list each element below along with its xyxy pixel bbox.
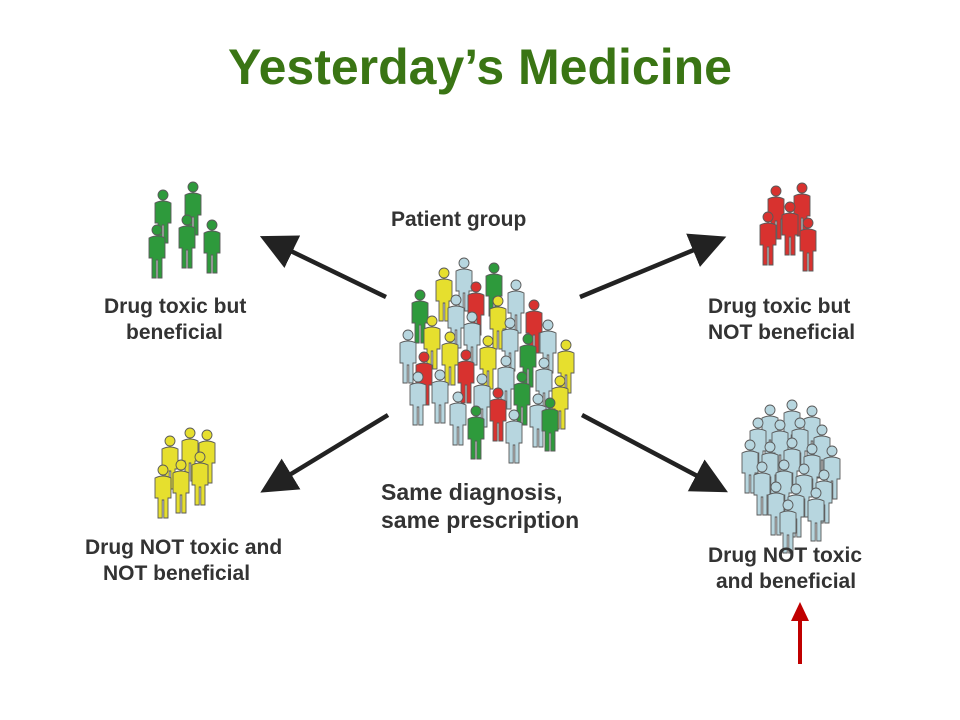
cluster-patient-group-person-20 — [497, 355, 515, 410]
arrow-to-bottom-left — [260, 413, 390, 493]
cluster-bottom-right-person-12 — [753, 461, 771, 516]
cluster-patient-group-person-27 — [489, 387, 507, 442]
outcome-label-bottom-right: Drug NOT toxic and beneficial — [708, 544, 863, 593]
arrow-to-top-left — [259, 235, 387, 300]
cluster-patient-group-person-22 — [431, 369, 449, 424]
cluster-patient-group-person-19 — [457, 349, 475, 404]
outcome-label-top-left: Drug toxic but beneficial — [104, 295, 247, 344]
cluster-patient-group-person-32 — [541, 397, 559, 452]
cluster-bottom-left-person-5 — [154, 464, 172, 519]
cluster-bottom-left-person-3 — [191, 451, 209, 506]
cluster-top-right-person-3 — [759, 211, 777, 266]
cluster-top-left-person-3 — [148, 224, 166, 279]
same-diagnosis-label: Same diagnosis, same prescription — [381, 479, 580, 533]
cluster-top-left-person-4 — [203, 219, 221, 274]
cluster-patient-group-person-29 — [467, 405, 485, 460]
cluster-bottom-right-person-18 — [807, 487, 825, 542]
cluster-patient-group-person-26 — [449, 391, 467, 446]
cluster-bottom-left-person-4 — [172, 459, 190, 514]
outcome-label-top-right: Drug toxic but NOT beneficial — [708, 295, 856, 344]
patient-group-label: Patient group — [391, 208, 527, 231]
cluster-top-right-person-4 — [799, 217, 817, 272]
cluster-patient-group-person-13 — [399, 329, 417, 384]
arrow-to-bottom-right — [580, 413, 728, 493]
red-highlight-arrow — [791, 602, 809, 664]
cluster-patient-group-person-31 — [409, 371, 427, 426]
cluster-bottom-right-person-19 — [779, 499, 797, 554]
cluster-top-left-person-2 — [178, 214, 196, 269]
cluster-patient-group-person-30 — [505, 409, 523, 464]
arrow-to-top-right — [579, 233, 727, 300]
cluster-top-right-person-2 — [781, 201, 799, 256]
outcome-label-bottom-left: Drug NOT toxic and NOT beneficial — [85, 536, 283, 585]
slide-title: Yesterday’s Medicine — [228, 39, 732, 95]
